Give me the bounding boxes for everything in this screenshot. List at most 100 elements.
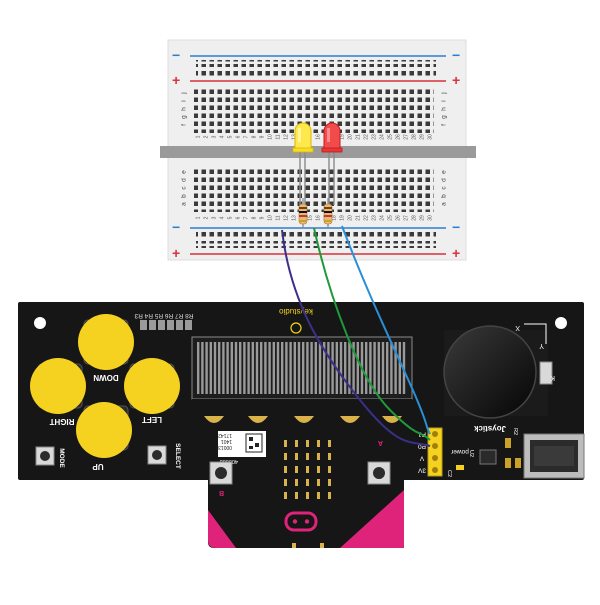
microbit-code: 400683 bbox=[220, 458, 238, 464]
column-number: 24 bbox=[379, 215, 385, 221]
matrix-led bbox=[317, 466, 320, 473]
column-number: 20 bbox=[347, 134, 353, 140]
power-label: power bbox=[450, 448, 469, 455]
matrix-led bbox=[328, 479, 331, 486]
connector-pin bbox=[297, 342, 301, 394]
matrix-led bbox=[306, 453, 309, 460]
matrix-led bbox=[284, 440, 287, 447]
button-a-mark: A bbox=[378, 439, 383, 446]
column-number: 5 bbox=[227, 135, 233, 138]
row-letter: h bbox=[181, 107, 188, 111]
axis-x-label: X bbox=[515, 324, 520, 331]
microbit-id-line1: 1401 bbox=[221, 438, 232, 444]
connector-pin bbox=[218, 342, 221, 394]
pin-label: V bbox=[419, 454, 424, 461]
column-number: 23 bbox=[371, 215, 377, 221]
row-letter: d bbox=[441, 178, 448, 182]
button-left[interactable] bbox=[124, 358, 180, 414]
label-mode: MODE bbox=[58, 448, 65, 468]
column-number: 9 bbox=[259, 135, 265, 138]
button-mode[interactable] bbox=[35, 446, 55, 466]
microbit-board bbox=[208, 428, 404, 548]
connector-pin bbox=[234, 342, 238, 394]
top-rail-holes-lower bbox=[196, 69, 436, 76]
connector-pin bbox=[213, 342, 217, 394]
microbit-bottom-pins bbox=[292, 543, 324, 548]
chip-label-r2: R2 bbox=[512, 428, 518, 435]
joystick[interactable] bbox=[443, 325, 553, 419]
microbit-button-a[interactable] bbox=[367, 461, 391, 485]
column-number: 28 bbox=[411, 134, 417, 140]
connector-pin bbox=[260, 342, 263, 394]
column-number: 19 bbox=[339, 134, 345, 140]
column-number: 7 bbox=[243, 135, 249, 138]
column-number: 8 bbox=[251, 216, 257, 219]
connector-pin bbox=[377, 342, 380, 394]
header-pins[interactable] bbox=[427, 427, 443, 477]
regulator-chip bbox=[479, 449, 497, 465]
brand-logo-icon bbox=[290, 322, 302, 334]
column-number: 11 bbox=[275, 215, 281, 220]
row-letter: i bbox=[181, 100, 188, 101]
row-letter: e bbox=[181, 170, 188, 174]
button-select[interactable] bbox=[147, 445, 167, 465]
column-number: 23 bbox=[371, 134, 377, 140]
column-number: 9 bbox=[259, 216, 265, 219]
connector-pin bbox=[205, 342, 208, 394]
connector-pin bbox=[394, 342, 397, 394]
power-jack[interactable] bbox=[523, 433, 585, 479]
wire-purple bbox=[281, 229, 431, 447]
column-number: 29 bbox=[419, 134, 425, 140]
smd-components bbox=[505, 438, 521, 468]
matrix-led bbox=[328, 492, 331, 499]
row-letter: h bbox=[441, 107, 448, 111]
top-rail-holes-upper bbox=[196, 60, 436, 67]
power-led bbox=[456, 465, 464, 470]
axis-y-label: Y bbox=[539, 342, 544, 349]
connector-pin bbox=[222, 342, 225, 394]
terminal-block-upper bbox=[194, 87, 434, 133]
button-up[interactable] bbox=[76, 402, 132, 458]
yellow-led bbox=[292, 122, 314, 153]
resistor-pads bbox=[140, 320, 192, 330]
column-number: 29 bbox=[419, 215, 425, 221]
row-letter: d bbox=[181, 178, 188, 182]
connector-pin bbox=[327, 342, 330, 394]
row-letter: a bbox=[181, 202, 188, 206]
label-up: UP bbox=[92, 462, 104, 471]
row-letter: f bbox=[181, 124, 188, 126]
microbit-accent-left bbox=[208, 510, 236, 548]
brand-label: keystudio bbox=[279, 307, 313, 316]
matrix-led bbox=[284, 479, 287, 486]
logo-dot bbox=[292, 519, 298, 524]
button-down[interactable] bbox=[78, 314, 134, 370]
column-number: 16 bbox=[315, 134, 321, 140]
column-number: 16 bbox=[315, 215, 321, 221]
column-number: 5 bbox=[227, 216, 233, 219]
column-number: 30 bbox=[427, 134, 433, 140]
matrix-led bbox=[317, 440, 320, 447]
microbit-id-sticker bbox=[218, 431, 266, 457]
button-right[interactable] bbox=[30, 358, 86, 414]
label-left: LEFT bbox=[142, 415, 162, 424]
connector-pin bbox=[310, 342, 313, 394]
row-letter: j bbox=[441, 92, 448, 94]
axis-arrows bbox=[524, 323, 547, 344]
column-number: 24 bbox=[379, 134, 385, 140]
matrix-led bbox=[317, 492, 320, 499]
microbit-button-b[interactable] bbox=[209, 461, 233, 485]
column-number: 13 bbox=[291, 215, 297, 221]
connector-pin bbox=[331, 342, 334, 394]
wire-green bbox=[313, 227, 431, 441]
connector-pin bbox=[281, 342, 284, 394]
matrix-led bbox=[284, 466, 287, 473]
column-number: 2 bbox=[203, 135, 209, 138]
column-number: 8 bbox=[251, 135, 257, 138]
microbit-id-line2: 000133 bbox=[215, 444, 232, 450]
column-number: 10 bbox=[267, 215, 273, 221]
connector-pin bbox=[369, 342, 372, 394]
connector-pin bbox=[239, 342, 242, 394]
row-letter: e bbox=[441, 170, 448, 174]
bottom-rail-holes-lower bbox=[196, 241, 436, 248]
